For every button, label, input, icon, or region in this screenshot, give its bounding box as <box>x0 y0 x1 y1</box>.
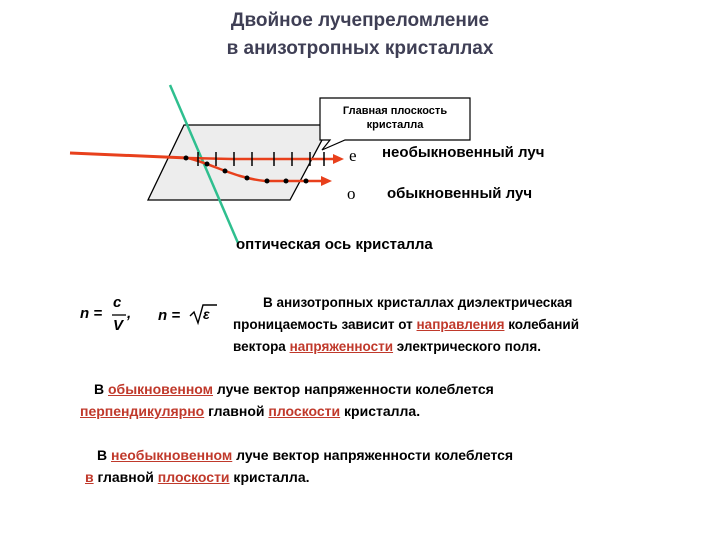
para1-highlight-direction: направления <box>416 317 505 332</box>
paragraph-anisotropy: В анизотропных кристаллах диэлектрическа… <box>233 292 619 358</box>
e-ray-label: необыкновенный луч <box>382 144 545 161</box>
formula-2-lhs: n = <box>158 307 181 324</box>
para1-text: В анизотропных кристаллах диэлектрическа… <box>263 295 573 310</box>
title-line-1: Двойное лучепреломление <box>230 10 490 31</box>
formula-1-denominator: V <box>113 317 124 334</box>
callout-line-1: Главная плоскость <box>342 105 448 117</box>
incident-ray <box>69 151 189 160</box>
o-ray-label: обыкновенный луч <box>387 185 533 202</box>
para1-text: колебаний <box>504 317 580 332</box>
para2-line-2: перпендикулярно главной плоскости криста… <box>80 400 494 422</box>
formula-2-epsilon: ε <box>203 306 210 322</box>
para3-text: В <box>97 447 111 463</box>
e-symbol: e <box>349 146 357 165</box>
formula-1-numerator: c <box>113 294 122 311</box>
para3-highlight-plane: плоскости <box>157 469 230 485</box>
callout-box <box>319 97 471 151</box>
para3-highlight-in: в <box>85 469 94 485</box>
radical-sign <box>189 304 217 326</box>
para2-text: кристалла. <box>340 403 421 419</box>
paragraph-ordinary-ray: В обыкновенном луче вектор напряженности… <box>80 378 494 422</box>
title-line-2: в анизотропных кристаллах <box>226 38 494 59</box>
extraordinary-ray <box>187 156 334 161</box>
para2-highlight-plane: плоскости <box>268 403 341 419</box>
para3-highlight-extraordinary: необыкновенном <box>111 447 233 463</box>
para1-highlight-intensity: напряженности <box>289 339 394 354</box>
para1-line-2: проницаемость зависит от направления кол… <box>233 314 619 336</box>
para3-text: главной <box>93 469 158 485</box>
e-ray-arrowhead <box>333 154 344 164</box>
para2-text: луче вектор напряженности колеблется <box>213 381 494 397</box>
para2-line-1: В обыкновенном луче вектор напряженности… <box>80 378 494 400</box>
para3-line-2: в главной плоскости кристалла. <box>85 466 513 488</box>
para1-text: проницаемость зависит от <box>233 317 417 332</box>
crystal-parallelogram <box>146 124 332 201</box>
para2-text: В <box>94 381 108 397</box>
para1-text: вектора <box>233 339 290 354</box>
o-ray-polarization-dots <box>183 155 309 184</box>
o-ray-arrowhead <box>321 176 332 186</box>
para3-line-1: В необыкновенном луче вектор напряженнос… <box>85 444 513 466</box>
e-ray-polarization-ticks <box>197 152 325 166</box>
ordinary-ray <box>187 156 322 183</box>
formula-1-comma: , <box>127 305 132 322</box>
para2-text: главной <box>204 403 269 419</box>
callout-text: Главная плоскость кристалла <box>322 104 468 132</box>
paragraph-extraordinary-ray: В необыкновенном луче вектор напряженнос… <box>85 444 513 488</box>
callout-line-2: кристалла <box>366 119 424 131</box>
para2-highlight-perpendicular: перпендикулярно <box>80 403 205 419</box>
para1-text: электрического поля. <box>393 339 541 354</box>
para2-highlight-ordinary: обыкновенном <box>108 381 214 397</box>
para3-text: луче вектор напряженности колеблется <box>232 447 514 463</box>
optic-axis-label: оптическая ось кристалла <box>236 236 433 253</box>
o-symbol: o <box>347 184 356 203</box>
para1-line-3: вектора напряженности электрического пол… <box>233 336 619 358</box>
formula-1-lhs: n = <box>80 305 103 322</box>
para3-text: кристалла. <box>229 469 310 485</box>
para1-line-1: В анизотропных кристаллах диэлектрическа… <box>233 292 619 314</box>
